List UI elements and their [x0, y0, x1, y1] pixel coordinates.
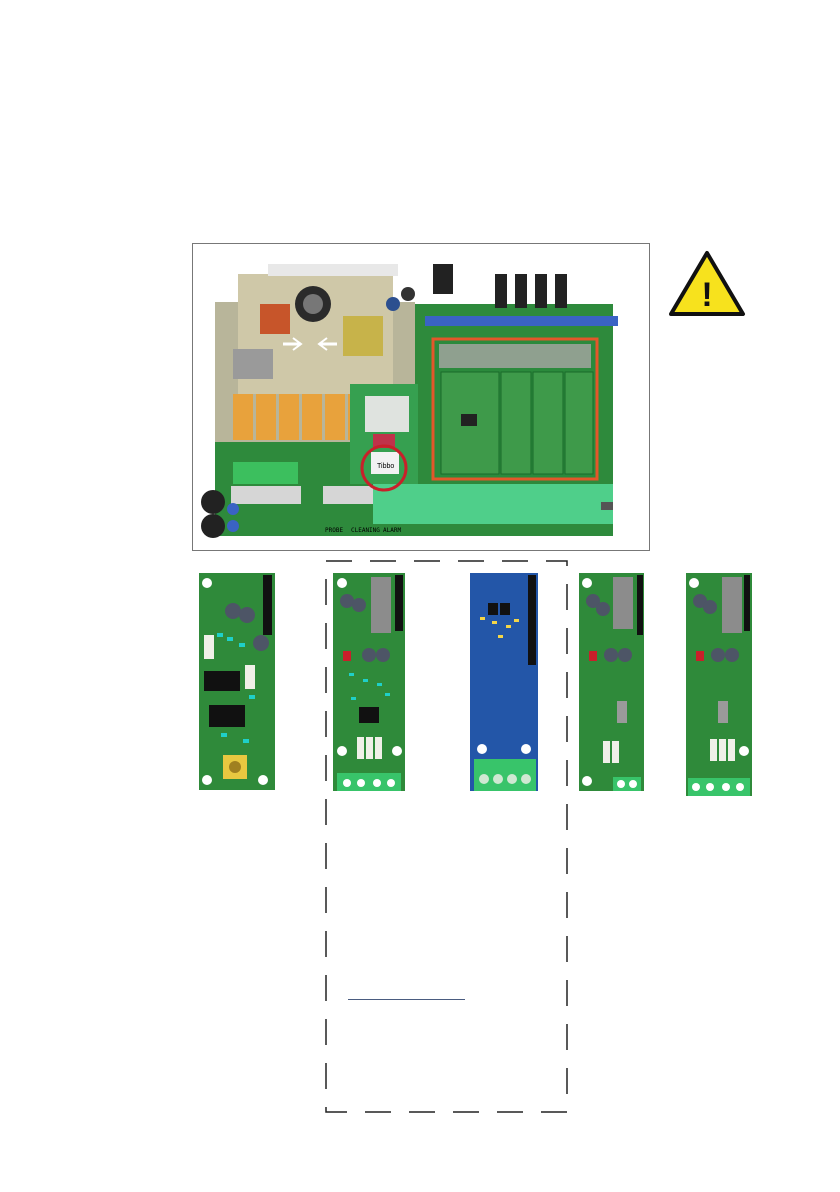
alarm-label: ALARM [383, 527, 401, 534]
module-4 [579, 573, 644, 791]
module-2 [333, 573, 405, 791]
underline-rule [348, 999, 465, 1000]
warning-symbol: ! [701, 276, 712, 314]
module-1 [199, 573, 275, 790]
probe-label: PROBE [325, 527, 343, 534]
module-5 [686, 573, 752, 796]
main-board-image: Tibbo PROBE CLEANING ALARM [193, 244, 649, 550]
module-3 [470, 573, 538, 791]
main-board-photo: Tibbo PROBE CLEANING ALARM [192, 243, 650, 551]
tibbo-chip-label: Tibbo [377, 463, 394, 470]
warning-icon: ! [668, 250, 746, 318]
cleaning-label: CLEANING [351, 527, 380, 534]
